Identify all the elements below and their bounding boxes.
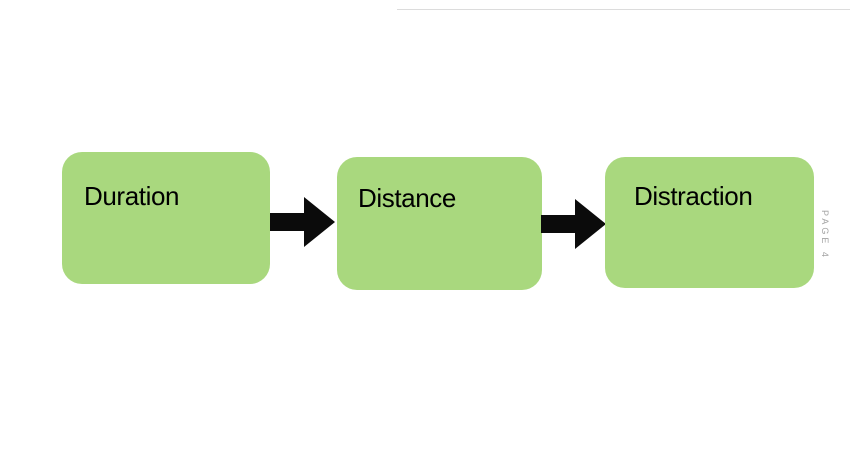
top-divider-line	[397, 9, 850, 10]
right-arrow-icon	[270, 197, 335, 247]
flow-node-label: Distance	[358, 183, 456, 213]
page-number-label: PAGE 4	[820, 210, 830, 260]
flow-node-duration: Duration	[62, 152, 270, 284]
flow-node-distraction: Distraction	[605, 157, 814, 288]
right-arrow-icon	[541, 199, 606, 249]
flow-node-distance: Distance	[337, 157, 542, 290]
flow-node-label: Duration	[84, 181, 180, 211]
flow-node-label: Distraction	[634, 181, 753, 211]
